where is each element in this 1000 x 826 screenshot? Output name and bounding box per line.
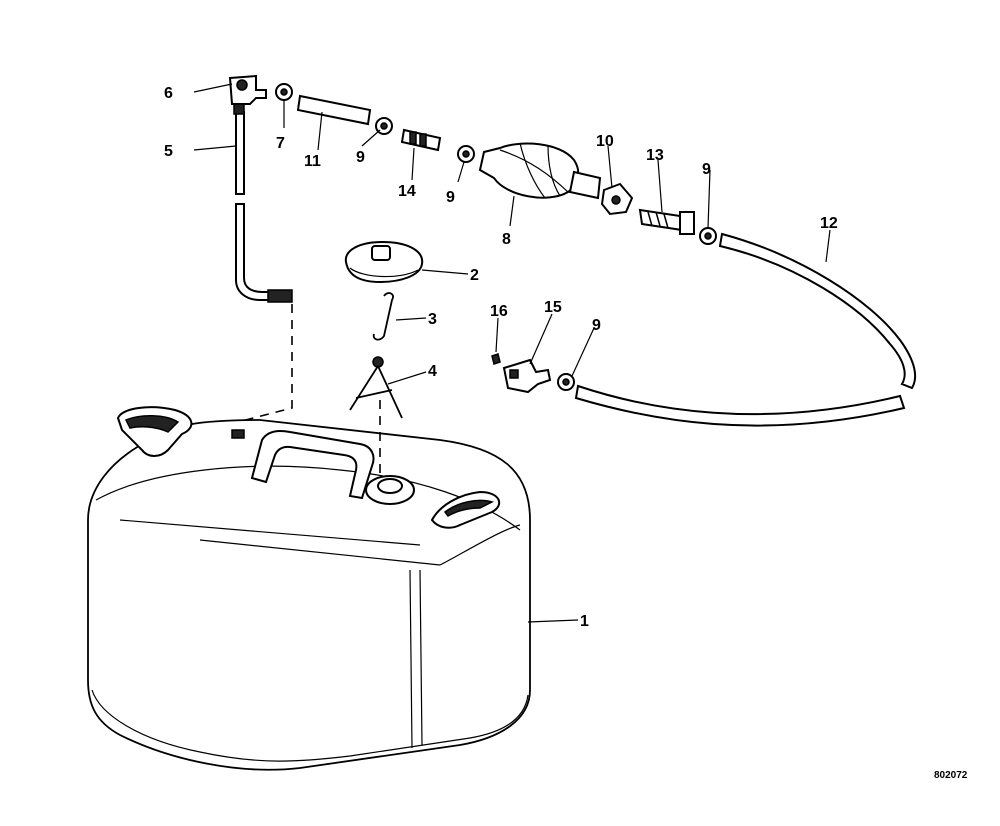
callout-11: 11 [304,153,321,170]
clamp-7 [275,83,293,101]
callout-9d: 9 [592,317,601,334]
pickup-tube [235,111,293,303]
callout-15: 15 [544,299,562,316]
callout-9a: 9 [356,149,365,166]
callout-6: 6 [164,85,173,102]
callout-9b: 9 [446,189,455,206]
assembly-line-pickup [237,304,293,423]
figure-id: 802072 [934,770,968,781]
callout-7: 7 [276,135,285,152]
clamp-9b [457,145,475,163]
clamp-9c [699,227,717,245]
long-hose-lower [574,384,906,427]
callout-3: 3 [428,311,437,328]
cap-chain-4 [349,356,403,419]
connector-15 [502,358,552,394]
callout-8: 8 [502,231,511,248]
callout-1: 1 [580,613,589,630]
pin-16 [491,353,501,365]
callout-2: 2 [470,267,479,284]
clamp-9d [557,373,575,391]
short-hose [296,94,372,126]
nut-10 [600,182,634,216]
connector-13 [638,208,695,235]
callout-4: 4 [428,363,437,380]
callout-10: 10 [596,133,614,150]
callout-9c: 9 [702,161,711,178]
long-hose [718,232,917,390]
callout-13: 13 [646,147,664,164]
primer-bulb [478,142,602,200]
callout-14: 14 [398,183,416,200]
fuel-tank [87,406,531,771]
filler-cap [344,240,424,284]
callout-5: 5 [164,143,173,160]
callout-12: 12 [820,215,838,232]
callout-16: 16 [490,303,508,320]
connector-14 [400,128,442,152]
elbow-fitting [228,74,267,115]
cap-retainer-3 [372,292,394,341]
